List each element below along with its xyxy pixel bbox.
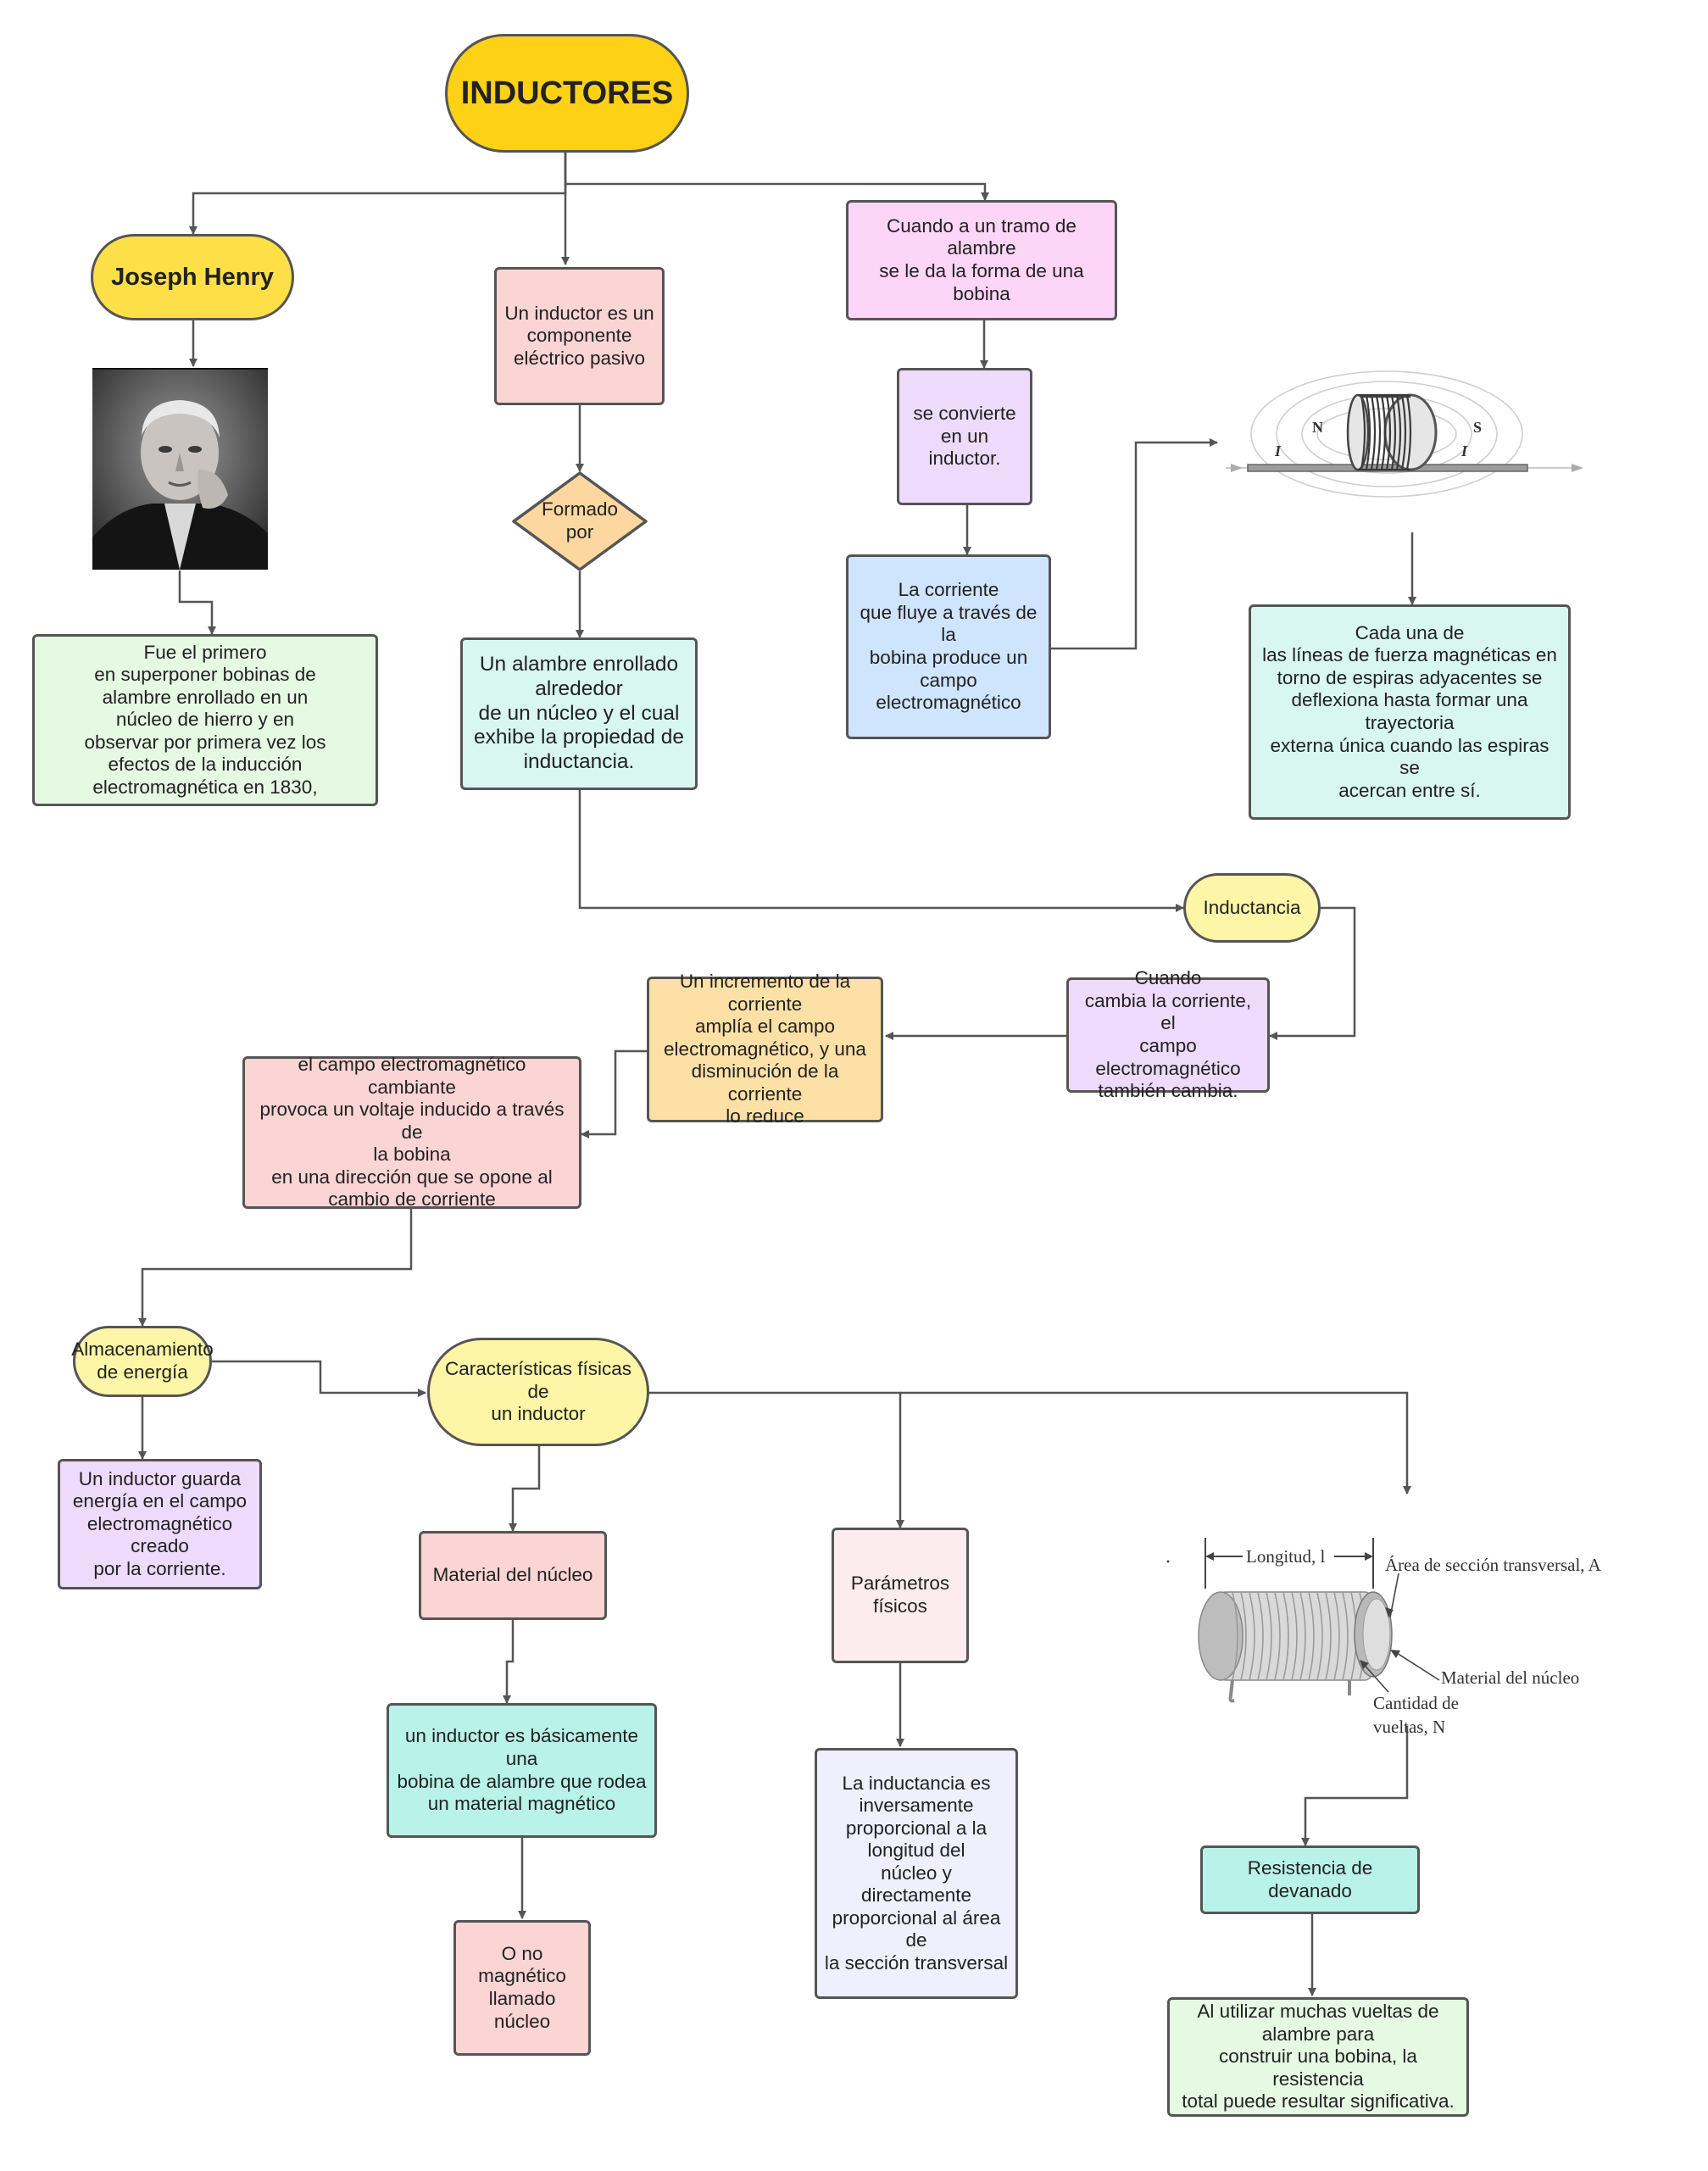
node-guarda-energia: Un inductor guarda energía en el campo e… [58, 1459, 262, 1589]
diagram-title: INDUCTORES [445, 34, 689, 153]
node-muchas-vueltas: Al utilizar muchas vueltas de alambre pa… [1167, 1997, 1469, 2117]
node-tramo-alambre: Cuando a un tramo de alambre se le da la… [846, 200, 1117, 320]
figure-coil-parameters: Longitud, l Área de sección transversal,… [1161, 1526, 1636, 1738]
node-o-no-magnetico: O no magnético llamado núcleo [453, 1920, 591, 2056]
node-campo-cambiante: el campo electromagnético cambiante prov… [242, 1054, 581, 1210]
current-label-right: I [1460, 443, 1468, 459]
node-alambre-enrollado: Un alambre enrollado alrededor de un núc… [460, 637, 698, 790]
arrow-caracteristicas-to-parametros [646, 1391, 904, 1528]
arrow-incremento-to-campo [581, 1049, 647, 1138]
node-corriente-fluye: La corriente que fluye a través de la bo… [846, 554, 1051, 739]
north-pole-label: N [1312, 419, 1323, 436]
node-cuando-cambia: Cuando cambia la corriente, el campo ele… [1066, 967, 1270, 1101]
node-henry-fact: Fue el primero en superponer bobinas de … [32, 634, 378, 806]
arrow-title-to-henry [189, 153, 567, 235]
node-almacenamiento: Almacenamiento de energía [71, 1326, 214, 1397]
node-lineas-fuerza: Cada una de las líneas de fuerza magnéti… [1249, 604, 1571, 820]
arrow-title-to-tramo [564, 153, 989, 201]
node-bobina-alambre: un inductor es básicamente una bobina de… [387, 1703, 657, 1838]
arrow-inductancia-to-cuando [1269, 906, 1356, 1040]
arrow-caracteristicas-to-material [509, 1446, 541, 1532]
portrait-joseph-henry [92, 368, 268, 570]
node-inversamente-proporcional: La inductancia es inversamente proporcio… [815, 1748, 1018, 1999]
material-nucleo-label: Material del núcleo [1441, 1667, 1579, 1688]
arrow-campo-to-almacenamiento [138, 1209, 413, 1327]
arrow-almacenamiento-to-caracteristicas [212, 1360, 426, 1397]
decision-formado-por: Formado por [512, 471, 648, 571]
area-label: Área de sección transversal, A [1385, 1555, 1602, 1575]
node-caracteristicas-fisicas: Características físicas de un inductor [427, 1338, 649, 1446]
formado-por-label: Formado por [541, 498, 619, 543]
node-parametros-fisicos: Parámetros físicos [832, 1528, 969, 1663]
arrow-caracteristicas-to-coil-figure [900, 1391, 1411, 1495]
node-incremento-corriente: Un incremento de la corriente amplía el … [647, 971, 883, 1127]
node-material-nucleo: Material del núcleo [419, 1531, 607, 1620]
node-inductancia: Inductancia [1183, 873, 1321, 943]
node-se-convierte: se convierte en un inductor. [897, 368, 1032, 505]
arrow-alambre-to-inductancia [578, 790, 1184, 912]
arrow-coil-figure-to-resistencia [1301, 1726, 1409, 1846]
longitud-label: Longitud, l [1246, 1546, 1325, 1567]
node-joseph-henry: Joseph Henry [91, 234, 294, 320]
node-inductor-definition: Un inductor es un componente eléctrico p… [494, 267, 665, 405]
vueltas-label-1: Cantidad de [1373, 1693, 1459, 1713]
node-resistencia-devanado: Resistencia de devanado [1200, 1845, 1420, 1914]
figure-coil-magnetic-field: N S I I [1217, 365, 1590, 500]
south-pole-label: S [1473, 419, 1482, 436]
arrow-corriente-to-field-figure [1051, 438, 1218, 650]
arrow-material-to-bobina [503, 1620, 515, 1704]
vueltas-label-2: vueltas, N [1373, 1717, 1445, 1737]
current-label-left: I [1274, 443, 1282, 459]
arrow-photo-to-fact [178, 571, 216, 635]
